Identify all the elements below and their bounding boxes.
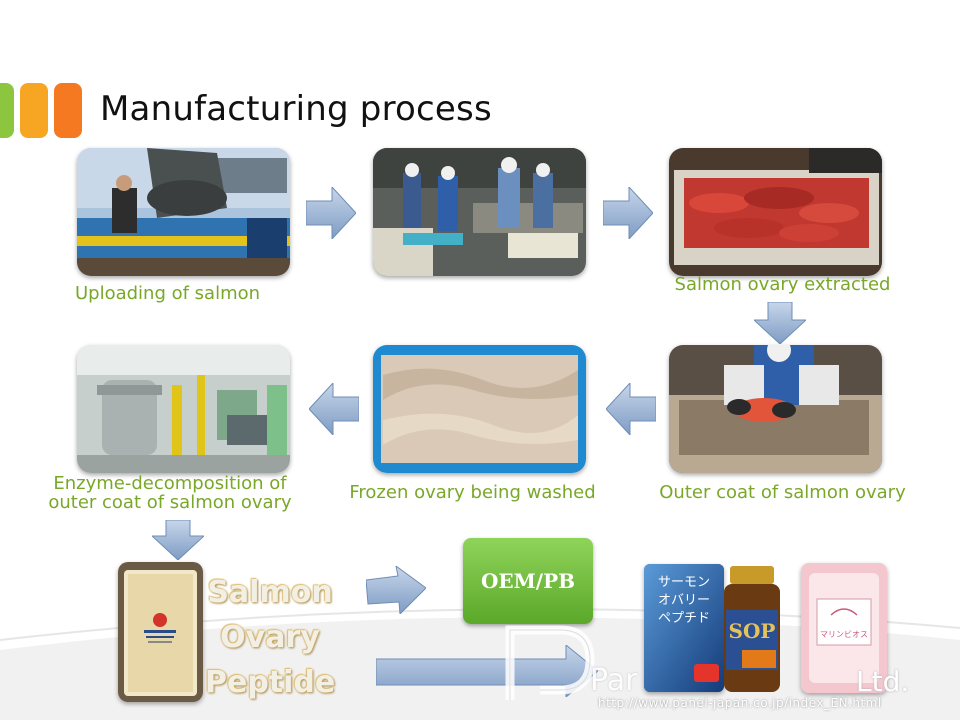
svg-text:ペプチド: ペプチド (658, 611, 710, 626)
product-box-blue: サーモン オバリー ペプチド (644, 564, 724, 692)
product-bottle-sop: SOP (722, 566, 782, 692)
arrow-down-2 (152, 520, 204, 560)
caption-outer-coat: Outer coat of salmon ovary (659, 482, 906, 503)
product-name-line2: Ovary (220, 620, 320, 655)
caption-uploading-salmon: Uploading of salmon (74, 283, 261, 304)
svg-text:オバリー: オバリー (658, 593, 710, 608)
footer-ltd: Ltd. (856, 665, 910, 698)
footer-url[interactable]: http://www.panel-japan.co.jp/index_EN.ht… (598, 696, 882, 710)
arrow-left-1 (606, 383, 656, 435)
oem-pb-label: OEM/PB (480, 569, 576, 593)
svg-text:マリンビオス: マリンビオス (820, 630, 868, 639)
product-name: Salmon Ovary Peptide (205, 570, 335, 705)
arrow-to-oem (366, 566, 426, 614)
arrow-left-2 (309, 383, 359, 435)
footer-brand: Par (590, 663, 638, 698)
caption-enzyme-line2: outer coat of salmon ovary (48, 492, 292, 513)
caption-frozen-ovary: Frozen ovary being washed (349, 482, 596, 503)
header-bar-green (0, 83, 14, 138)
product-name-line3: Peptide (205, 665, 336, 700)
arrow-right-1 (306, 187, 356, 239)
photo-outer-coat-salmon-ovary (669, 345, 882, 473)
photo-enzyme-decomposition (77, 345, 290, 473)
slide-title: Manufacturing process (100, 89, 492, 129)
caption-salmon-ovary-extracted: Salmon ovary extracted (674, 274, 891, 295)
photo-salmon-ovary-extracted (669, 148, 882, 276)
photo-frozen-ovary-washed (373, 345, 586, 473)
oem-pb-button[interactable]: OEM/PB (463, 538, 593, 624)
photo-peptide-powder (118, 562, 203, 702)
svg-text:サーモン: サーモン (658, 575, 710, 590)
arrow-right-2 (603, 187, 653, 239)
product-box-pink: マリンビオス (801, 563, 887, 693)
header-bar-orange (54, 83, 82, 138)
photo-uploading-salmon (77, 148, 290, 276)
product-name-line1: Salmon (207, 575, 333, 610)
company-logo-mark (505, 625, 595, 700)
caption-enzyme-line1: Enzyme-decomposition of (53, 473, 287, 494)
bottle-label: SOP (729, 619, 776, 643)
header-bar-yellow (20, 83, 48, 138)
arrow-down-1 (754, 302, 806, 344)
photo-processing-line (373, 148, 586, 276)
